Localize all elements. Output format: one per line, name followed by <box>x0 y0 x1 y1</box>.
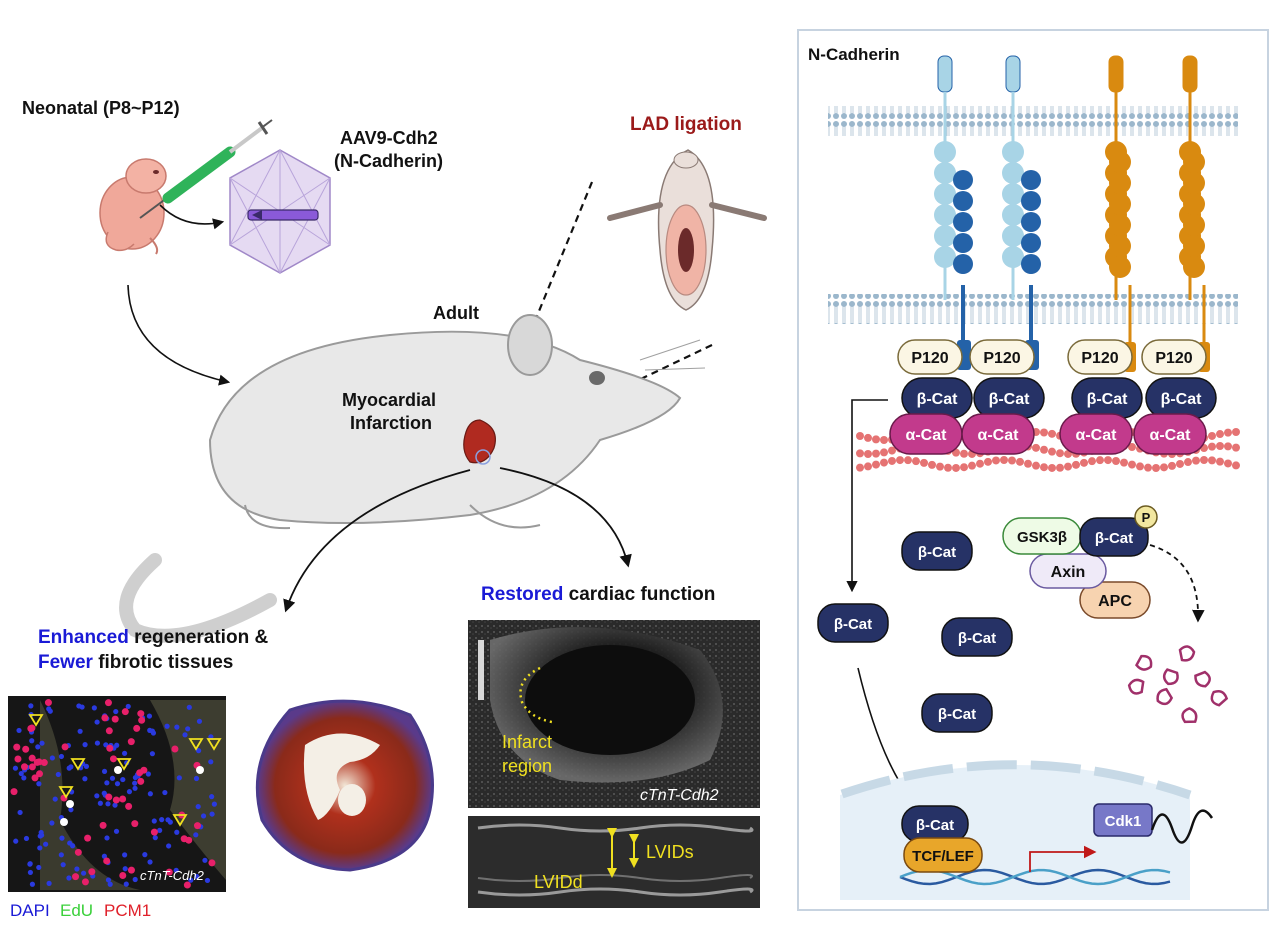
microscopy-image: cTnT-Cdh2 <box>8 696 226 892</box>
neonatal-pup-illustration <box>99 158 167 255</box>
lvidd-label: LVIDd <box>534 872 583 892</box>
mi-label-line1: Myocardial <box>342 390 436 410</box>
free-beta-cat-pill: β-Cat <box>817 603 889 643</box>
heart-section-image <box>255 699 434 872</box>
destruction-complex: APC Axin GSK3β β-Cat P <box>1002 505 1158 619</box>
mi-target-circle <box>475 449 491 465</box>
arrow-degradation <box>1149 544 1205 623</box>
axin-label: Axin <box>1051 564 1086 581</box>
adult-label: Adult <box>433 303 479 323</box>
alpha-cat-pill-label: α-Cat <box>1076 427 1118 444</box>
echo-bmode-image: Infarct region cTnT-Cdh2 <box>468 620 760 808</box>
adherens-complexes: P120 β-Cat α-Cat P120 β-Cat α-Cat P120 β-Cat α-C… <box>889 339 1217 455</box>
alpha-cat-pill-label: α-Cat <box>906 427 948 444</box>
right-panel: N-Cadherin P120β-Catα-CatP120β-Catα-CatP… <box>797 29 1269 911</box>
microscopy-caption: cTnT-Cdh2 <box>140 868 205 883</box>
stain-legend: DAPI EdU PCM1 <box>10 901 151 920</box>
arrow-to-cardiac-function <box>499 467 632 568</box>
beta-cat-pill-label: β-Cat <box>1161 391 1203 408</box>
infarct-dotted-outline <box>519 666 553 724</box>
gsk3b-label: GSK3β <box>1017 529 1067 546</box>
alpha-cat-pill: α-Cat <box>1059 413 1133 455</box>
arrow-to-regeneration <box>283 469 471 613</box>
lvids-label: LVIDs <box>646 842 694 862</box>
cadherin-molecule <box>1105 55 1136 372</box>
left-panel: Neonatal (P8~P12) AAV9-Cdh2 (N-Cadherin) <box>8 98 767 920</box>
phosphate-label: P <box>1142 510 1151 525</box>
regeneration-label-line1: Enhanced regeneration & <box>38 627 268 648</box>
dna-helix <box>899 868 1171 886</box>
stain-pcm1: PCM1 <box>104 901 151 920</box>
degraded-beta-cat-fragments <box>1127 645 1229 724</box>
beta-cat-pill-label: β-Cat <box>989 391 1031 408</box>
arrow-complex-release <box>846 399 888 593</box>
beta-cat-pill: β-Cat <box>901 377 973 419</box>
free-beta-cat-label: β-Cat <box>834 616 872 633</box>
arrow-pup-to-aav <box>159 204 225 230</box>
adult-mouse-illustration <box>119 314 706 643</box>
n-cadherin-title: N-Cadherin <box>808 45 900 64</box>
cdk1-label: Cdk1 <box>1105 813 1142 830</box>
echo-caption: cTnT-Cdh2 <box>640 787 719 804</box>
alpha-cat-pill: α-Cat <box>961 413 1035 455</box>
mi-label-line2: Infarction <box>350 413 432 433</box>
beta-cat-pill: β-Cat <box>1145 377 1217 419</box>
p120-pill-label: P120 <box>983 350 1020 367</box>
aav-label-line2: (N-Cadherin) <box>334 151 443 171</box>
tcf-lef-pill <box>903 837 983 873</box>
aav-capsid-icon <box>229 149 331 274</box>
mrna-strand <box>1150 809 1214 844</box>
syringe-icon <box>139 119 273 219</box>
stain-dapi: DAPI <box>10 901 50 920</box>
free-beta-cat-label: β-Cat <box>958 630 996 647</box>
stain-edu: EdU <box>60 901 93 920</box>
p120-pill: P120 <box>897 339 963 375</box>
apc-pill <box>1079 581 1151 619</box>
echo-infarct-label-2: region <box>502 756 552 776</box>
cadherin-molecule <box>1179 55 1210 372</box>
aav-label-line1: AAV9-Cdh2 <box>340 128 438 148</box>
regeneration-label-line2: Fewer fibrotic tissues <box>38 652 233 673</box>
alpha-cat-pill-label: α-Cat <box>1150 427 1192 444</box>
tcf-lef-label: TCF/LEF <box>912 848 974 865</box>
arrow-neonatal-to-adult <box>127 284 231 386</box>
lad-ligation-label: LAD ligation <box>630 114 742 135</box>
alpha-cat-pill: α-Cat <box>1133 413 1207 455</box>
echo-infarct-label-1: Infarct <box>502 732 552 752</box>
apc-label: APC <box>1098 593 1132 610</box>
cadherin-molecule <box>934 55 973 370</box>
p120-pill-label: P120 <box>911 350 948 367</box>
lad-ligation-mouse-illustration <box>607 149 767 311</box>
free-beta-cat-label: β-Cat <box>918 544 956 561</box>
beta-cat-pill: β-Cat <box>1071 377 1143 419</box>
p120-pill-label: P120 <box>1155 350 1192 367</box>
phosphate-badge <box>1134 505 1158 529</box>
beta-cat-pill-label: β-Cat <box>1087 391 1129 408</box>
phospho-beta-cat-label: β-Cat <box>1095 530 1133 547</box>
plasma-membrane-top <box>828 106 1238 136</box>
p120-pill-label: P120 <box>1081 350 1118 367</box>
free-beta-cat-label: β-Cat <box>938 706 976 723</box>
p120-pill: P120 <box>1067 339 1133 375</box>
neonatal-label: Neonatal (P8~P12) <box>22 98 180 118</box>
phospho-beta-cat-pill <box>1079 517 1149 557</box>
p120-pill: P120 <box>969 339 1035 375</box>
free-beta-cat-pill: β-Cat <box>901 531 973 571</box>
echo-mmode-image: LVIDs LVIDd <box>468 816 760 908</box>
alpha-cat-pill-label: α-Cat <box>978 427 1020 444</box>
restored-label: Restored cardiac function <box>481 584 715 605</box>
beta-cat-pill: β-Cat <box>973 377 1045 419</box>
alpha-cat-pill: α-Cat <box>889 413 963 455</box>
free-beta-cat-pill: β-Cat <box>921 693 993 733</box>
cdk1-box <box>1093 803 1153 837</box>
beta-cat-pill-label: β-Cat <box>917 391 959 408</box>
p120-pill: P120 <box>1141 339 1207 375</box>
nuclear-beta-cat-label: β-Cat <box>916 817 954 834</box>
free-beta-cat-pill: β-Cat <box>941 617 1013 657</box>
free-beta-catenin: β-Cat β-Cat β-Cat β-Cat <box>817 531 1013 733</box>
transcription-arrow <box>1029 845 1097 872</box>
